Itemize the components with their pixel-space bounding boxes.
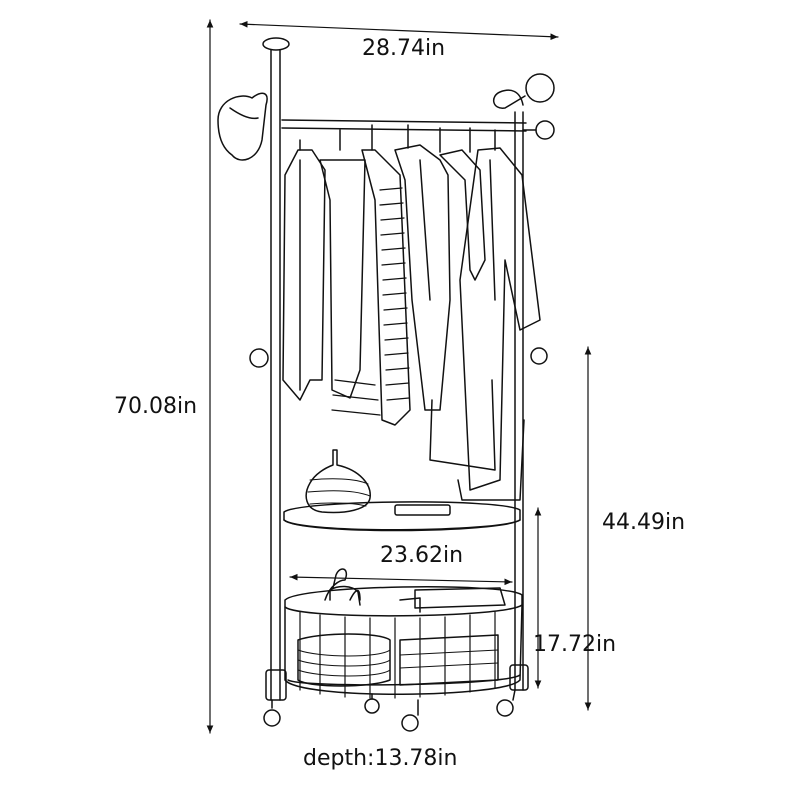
inner-width-arrow	[289, 573, 513, 586]
caster-middle-left	[364, 698, 380, 714]
caster-middle	[401, 714, 419, 732]
top-width-label: 28.74in	[362, 36, 446, 61]
caster-left	[263, 709, 281, 727]
dimension-lines	[206, 19, 592, 734]
casters	[263, 689, 516, 732]
caster-right	[496, 699, 514, 717]
hanging-clothes	[282, 124, 541, 501]
hook-knob-left-mid	[249, 348, 269, 368]
hanging-bar	[281, 119, 527, 124]
total-height-label: 70.08in	[114, 394, 198, 419]
hook-knob-right-mid	[530, 347, 548, 365]
shelf-height-label: 44.49in	[602, 510, 686, 535]
garment-2	[319, 159, 366, 399]
basket-height-label: 17.72in	[533, 632, 617, 657]
garment-1	[282, 149, 326, 401]
inner-width-label: 23.62in	[380, 543, 464, 568]
top-hook-ball	[525, 73, 555, 103]
hat	[217, 92, 268, 161]
depth-label: depth:13.78in	[303, 746, 458, 771]
left-pole-cap	[262, 37, 290, 51]
jacket	[439, 149, 486, 281]
long-coat	[459, 147, 541, 491]
striped-sweater	[361, 149, 411, 426]
storage-basket	[284, 568, 523, 699]
top-width-arrow	[239, 20, 559, 41]
coat	[394, 144, 451, 411]
rack-frame	[249, 37, 555, 701]
top-shelf	[283, 501, 521, 532]
hook-knob-right-upper	[535, 120, 555, 140]
